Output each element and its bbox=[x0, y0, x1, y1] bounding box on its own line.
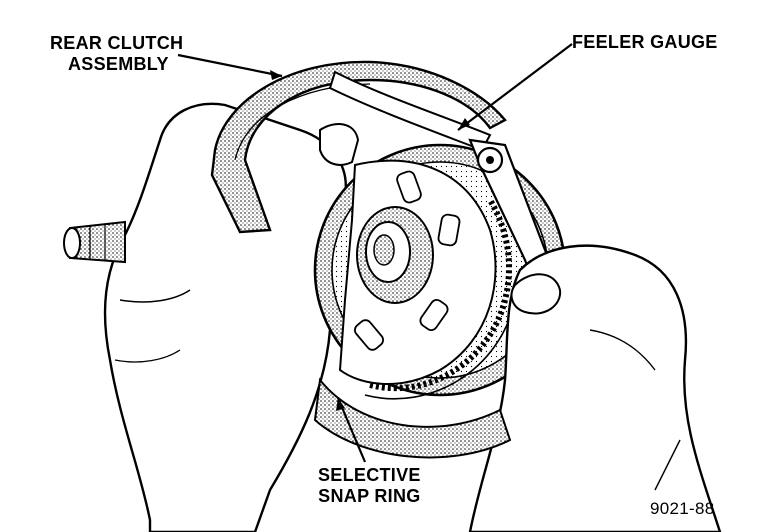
feeler-gauge-label: FEELER GAUGE bbox=[572, 32, 718, 52]
snap-ring-label: SELECTIVE SNAP RING bbox=[318, 465, 421, 507]
rear-clutch-label-line2: ASSEMBLY bbox=[68, 54, 169, 74]
rear-clutch-label: REAR CLUTCH ASSEMBLY bbox=[50, 33, 183, 75]
snap-ring-label-line1: SELECTIVE bbox=[318, 465, 421, 485]
rear-clutch-label-line1: REAR CLUTCH bbox=[50, 33, 184, 53]
figure-number: 9021-88 bbox=[650, 499, 715, 518]
right-hand bbox=[468, 244, 722, 532]
input-shaft bbox=[63, 220, 126, 264]
snap-ring-label-line2: SNAP RING bbox=[318, 486, 421, 506]
leader-lines bbox=[177, 43, 681, 491]
clutch-face bbox=[338, 159, 497, 385]
left-hand bbox=[103, 102, 347, 532]
left-thumb bbox=[319, 123, 360, 166]
